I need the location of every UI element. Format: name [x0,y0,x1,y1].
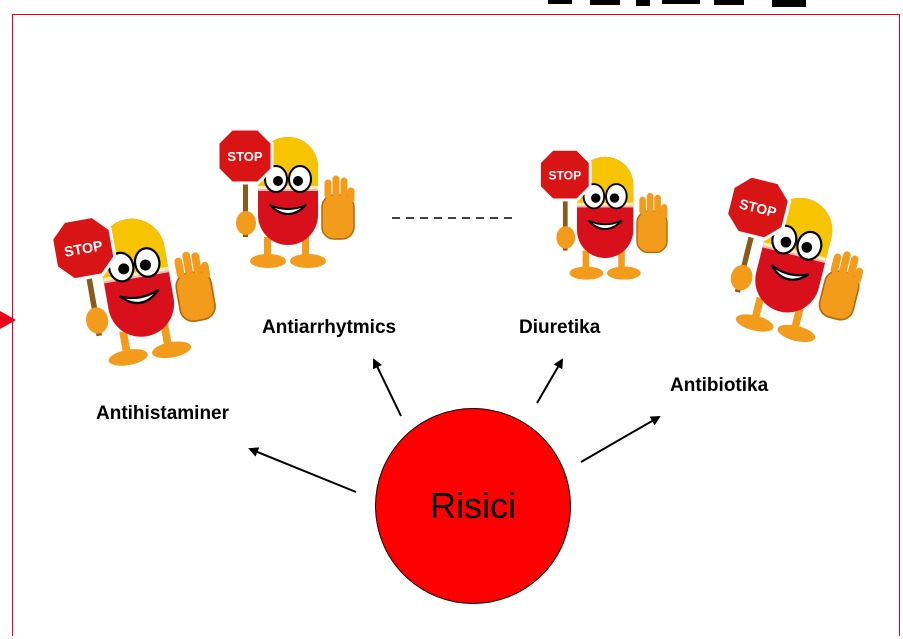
sign-text: STOP [548,168,581,182]
title-remnant [548,0,806,7]
antiarrhytmics-card: STOP [210,118,370,278]
slide-frame [12,14,900,636]
label-antihistaminer: Antihistaminer [96,403,230,424]
arrow-to-antibiotika [580,416,661,463]
stop-pill-mascot-icon: STOP [210,118,370,278]
diuretika-card: STOP [532,128,682,300]
arrow-to-antiarrhytmics [372,358,402,417]
antihistaminer-card: STOP [52,200,228,370]
arrow-to-diuretika [536,358,564,404]
label-antiarrhytmics: Antiarrhytmics [262,317,397,338]
hub-label: Risici [430,485,516,526]
sign-text: STOP [63,238,104,261]
left-arrow-icon [0,311,16,329]
sign-text: STOP [227,149,262,164]
label-diuretika: Diuretika [519,317,601,338]
stop-pill-mascot-icon: STOP [532,128,682,300]
antibiotika-card: STOP [708,178,880,348]
risici-hub-circle: Risici [375,408,571,604]
stop-pill-mascot-icon: STOP [708,178,880,348]
stop-pill-mascot-icon: STOP [52,200,228,370]
label-antibiotika: Antibiotika [670,375,769,396]
arrow-to-antihistaminer [248,447,357,493]
